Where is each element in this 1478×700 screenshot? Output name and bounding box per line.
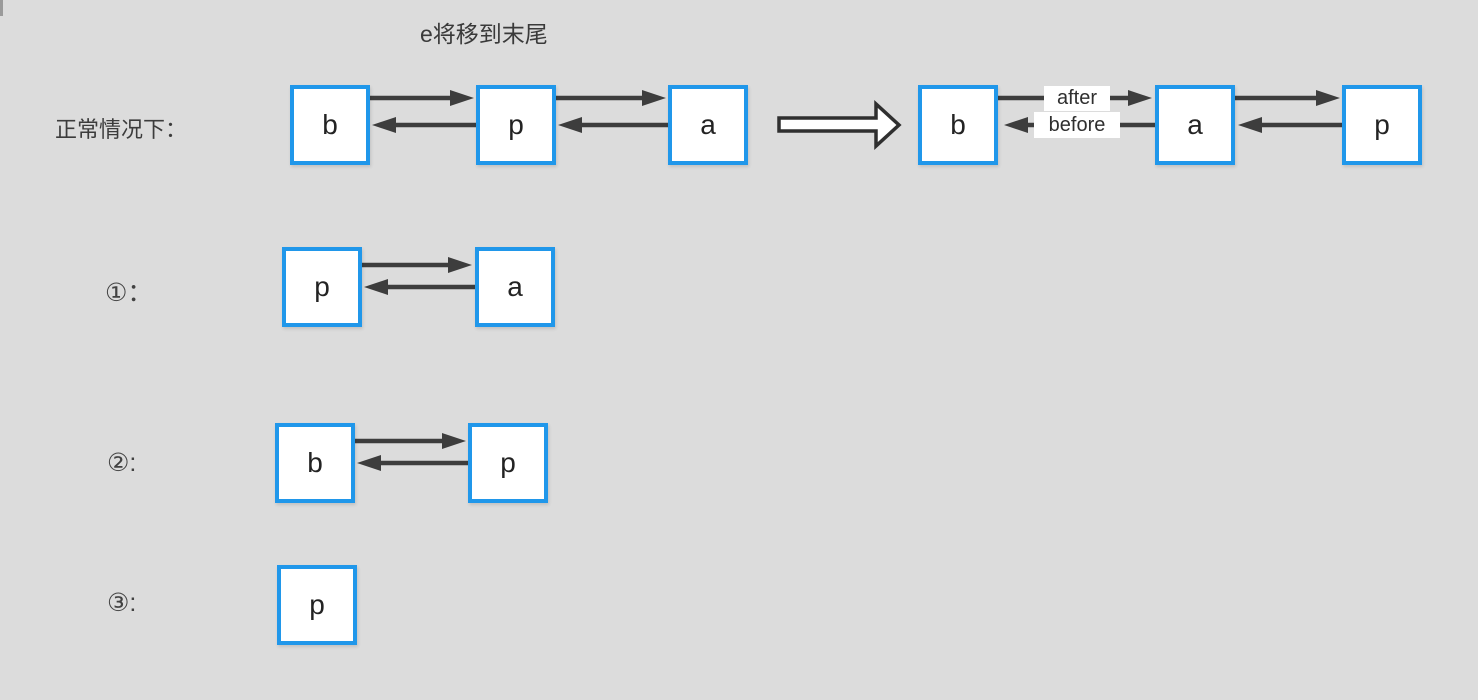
edge-prev-a-p-step1 [364,279,475,295]
node-step1-p: p [282,247,362,327]
node-after-p: p [1342,85,1422,165]
row-label-step1: ①： [105,279,153,307]
pointer-label-before: before [1034,112,1120,138]
row-label-normal: 正常情况下： [55,117,188,142]
edge-next-p-a-step1 [362,257,472,273]
edge-next-a-p [1235,90,1340,106]
node-step2-p: p [468,423,548,503]
edge-prev-p-b [372,117,476,133]
node-step1-a: a [475,247,555,327]
diagram-title: e将移到末尾 [420,21,548,47]
node-before-p: p [476,85,556,165]
edge-next-b-p [370,90,474,106]
node-label: p [309,589,325,620]
node-label: p [500,447,516,478]
edge-prev-p-b-step2 [357,455,468,471]
node-label: p [1374,109,1390,140]
node-label: b [950,109,966,140]
node-label: p [314,271,330,302]
node-label: b [307,447,323,478]
node-label: b [322,109,338,140]
edge-next-p-a [556,90,666,106]
edge-prev-a-p [558,117,668,133]
node-after-b: b [918,85,998,165]
node-step3-p: p [277,565,357,645]
node-label: a [507,271,523,302]
node-step2-b: b [275,423,355,503]
edge-next-b-p-step2 [355,433,466,449]
node-before-b: b [290,85,370,165]
edge-prev-p-a [1238,117,1342,133]
row-label-step2: ②: [107,449,137,477]
row-label-step3: ③: [107,589,137,617]
node-label: p [508,109,524,140]
node-after-a: a [1155,85,1235,165]
node-label: a [700,109,716,140]
node-before-a: a [668,85,748,165]
scrollbar-artifact [0,0,3,16]
pointer-label-after: after [1044,86,1110,111]
transform-arrow-icon [777,100,902,150]
node-label: a [1187,109,1203,140]
